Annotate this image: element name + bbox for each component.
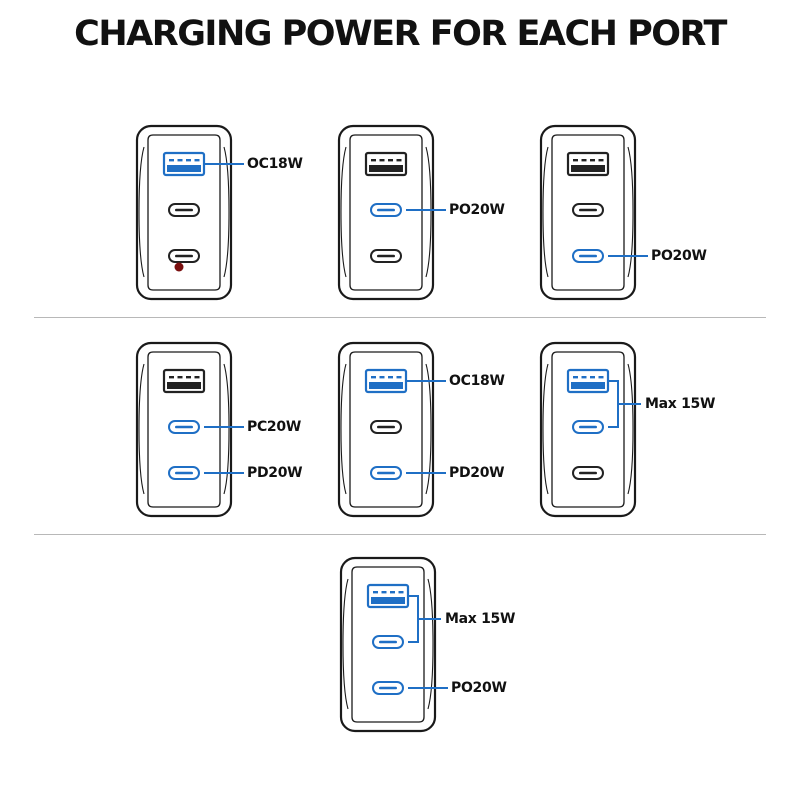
port-power-label: Max 15W: [645, 396, 716, 412]
charger-body: [135, 124, 233, 301]
charger-body: [539, 341, 637, 518]
usb-c-port-icon: [372, 635, 404, 649]
usb-c-port-icon: [168, 203, 200, 217]
port-power-label: PO20W: [451, 680, 507, 696]
row-divider: [34, 534, 766, 535]
usb-a-port-icon: [364, 151, 408, 177]
charger-body: [339, 556, 437, 733]
usb-a-port-icon: [162, 368, 206, 394]
charger-body: [135, 341, 233, 518]
usb-c-port-icon: [572, 466, 604, 480]
usb-c-port-icon: [370, 249, 402, 263]
port-power-label: PD20W: [247, 465, 303, 481]
port-power-label: PO20W: [651, 248, 707, 264]
usb-a-port-icon: [162, 151, 206, 177]
callout-bracket: [408, 595, 441, 643]
usb-c-port-icon: [370, 203, 402, 217]
page-title: CHARGING POWER FOR EACH PORT: [74, 14, 727, 54]
usb-a-port-icon: [566, 151, 610, 177]
usb-a-port-icon: [566, 368, 610, 394]
charger-body: [337, 341, 435, 518]
callout-bracket: [608, 380, 641, 428]
usb-c-port-icon: [372, 681, 404, 695]
usb-a-port-icon: [364, 368, 408, 394]
usb-c-port-icon: [168, 249, 200, 263]
usb-c-port-icon: [572, 420, 604, 434]
usb-c-port-icon: [572, 249, 604, 263]
port-power-label: PD20W: [449, 465, 505, 481]
usb-c-port-icon: [370, 466, 402, 480]
charger-diagram: [135, 124, 244, 301]
usb-c-port-icon: [572, 203, 604, 217]
charger-body: [539, 124, 637, 301]
port-power-label: Max 15W: [445, 611, 516, 627]
port-power-label: PC20W: [247, 419, 301, 435]
charger-body: [337, 124, 435, 301]
charger-diagram: [337, 124, 446, 301]
usb-c-port-icon: [168, 466, 200, 480]
port-power-label: PO20W: [449, 202, 505, 218]
row-divider: [34, 317, 766, 318]
port-power-label: OC18W: [247, 156, 303, 172]
charger-diagram: [539, 124, 648, 301]
usb-c-port-icon: [370, 420, 402, 434]
charger-diagram: [539, 341, 641, 518]
charger-diagram: [135, 341, 244, 518]
usb-c-port-icon: [168, 420, 200, 434]
port-power-label: OC18W: [449, 373, 505, 389]
indicator-light-icon: [174, 262, 184, 272]
charger-diagram: [339, 556, 448, 733]
usb-a-port-icon: [366, 583, 410, 609]
charger-diagram: [337, 341, 446, 518]
